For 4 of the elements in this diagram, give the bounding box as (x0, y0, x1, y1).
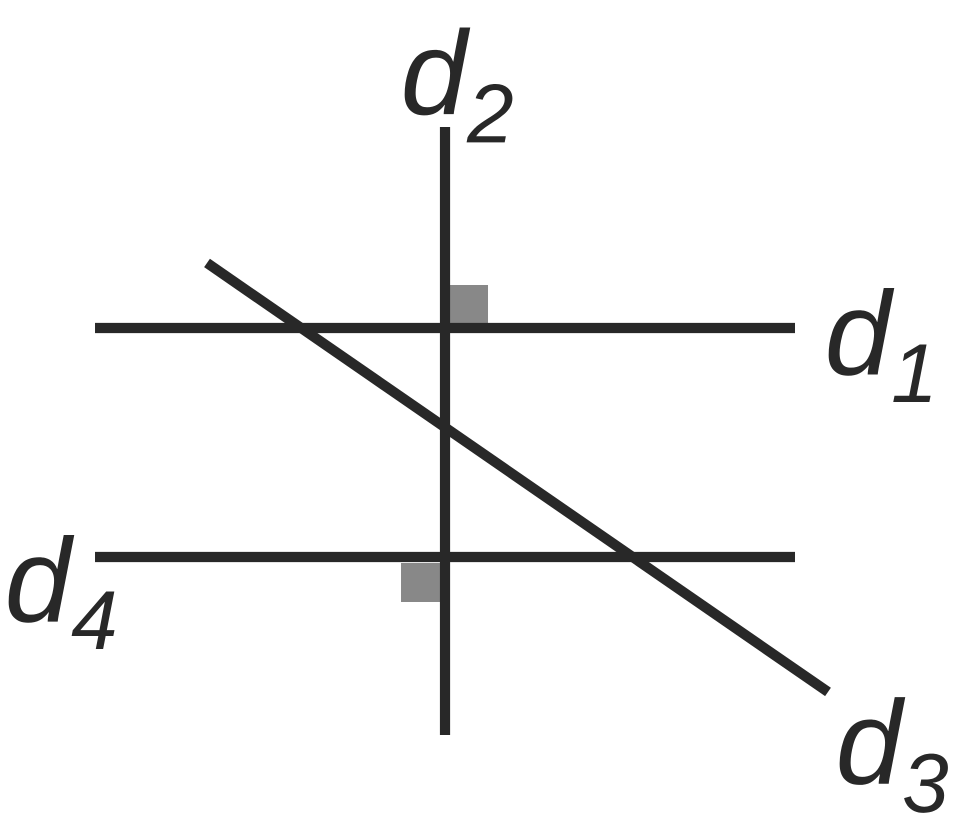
line-label: d$_{4}$ (8, 534, 114, 649)
line-label: d$_{3}$ (840, 697, 948, 813)
line-label: d$_{1}$ (828, 288, 931, 402)
line-label: d$_{2}$ (404, 28, 512, 142)
